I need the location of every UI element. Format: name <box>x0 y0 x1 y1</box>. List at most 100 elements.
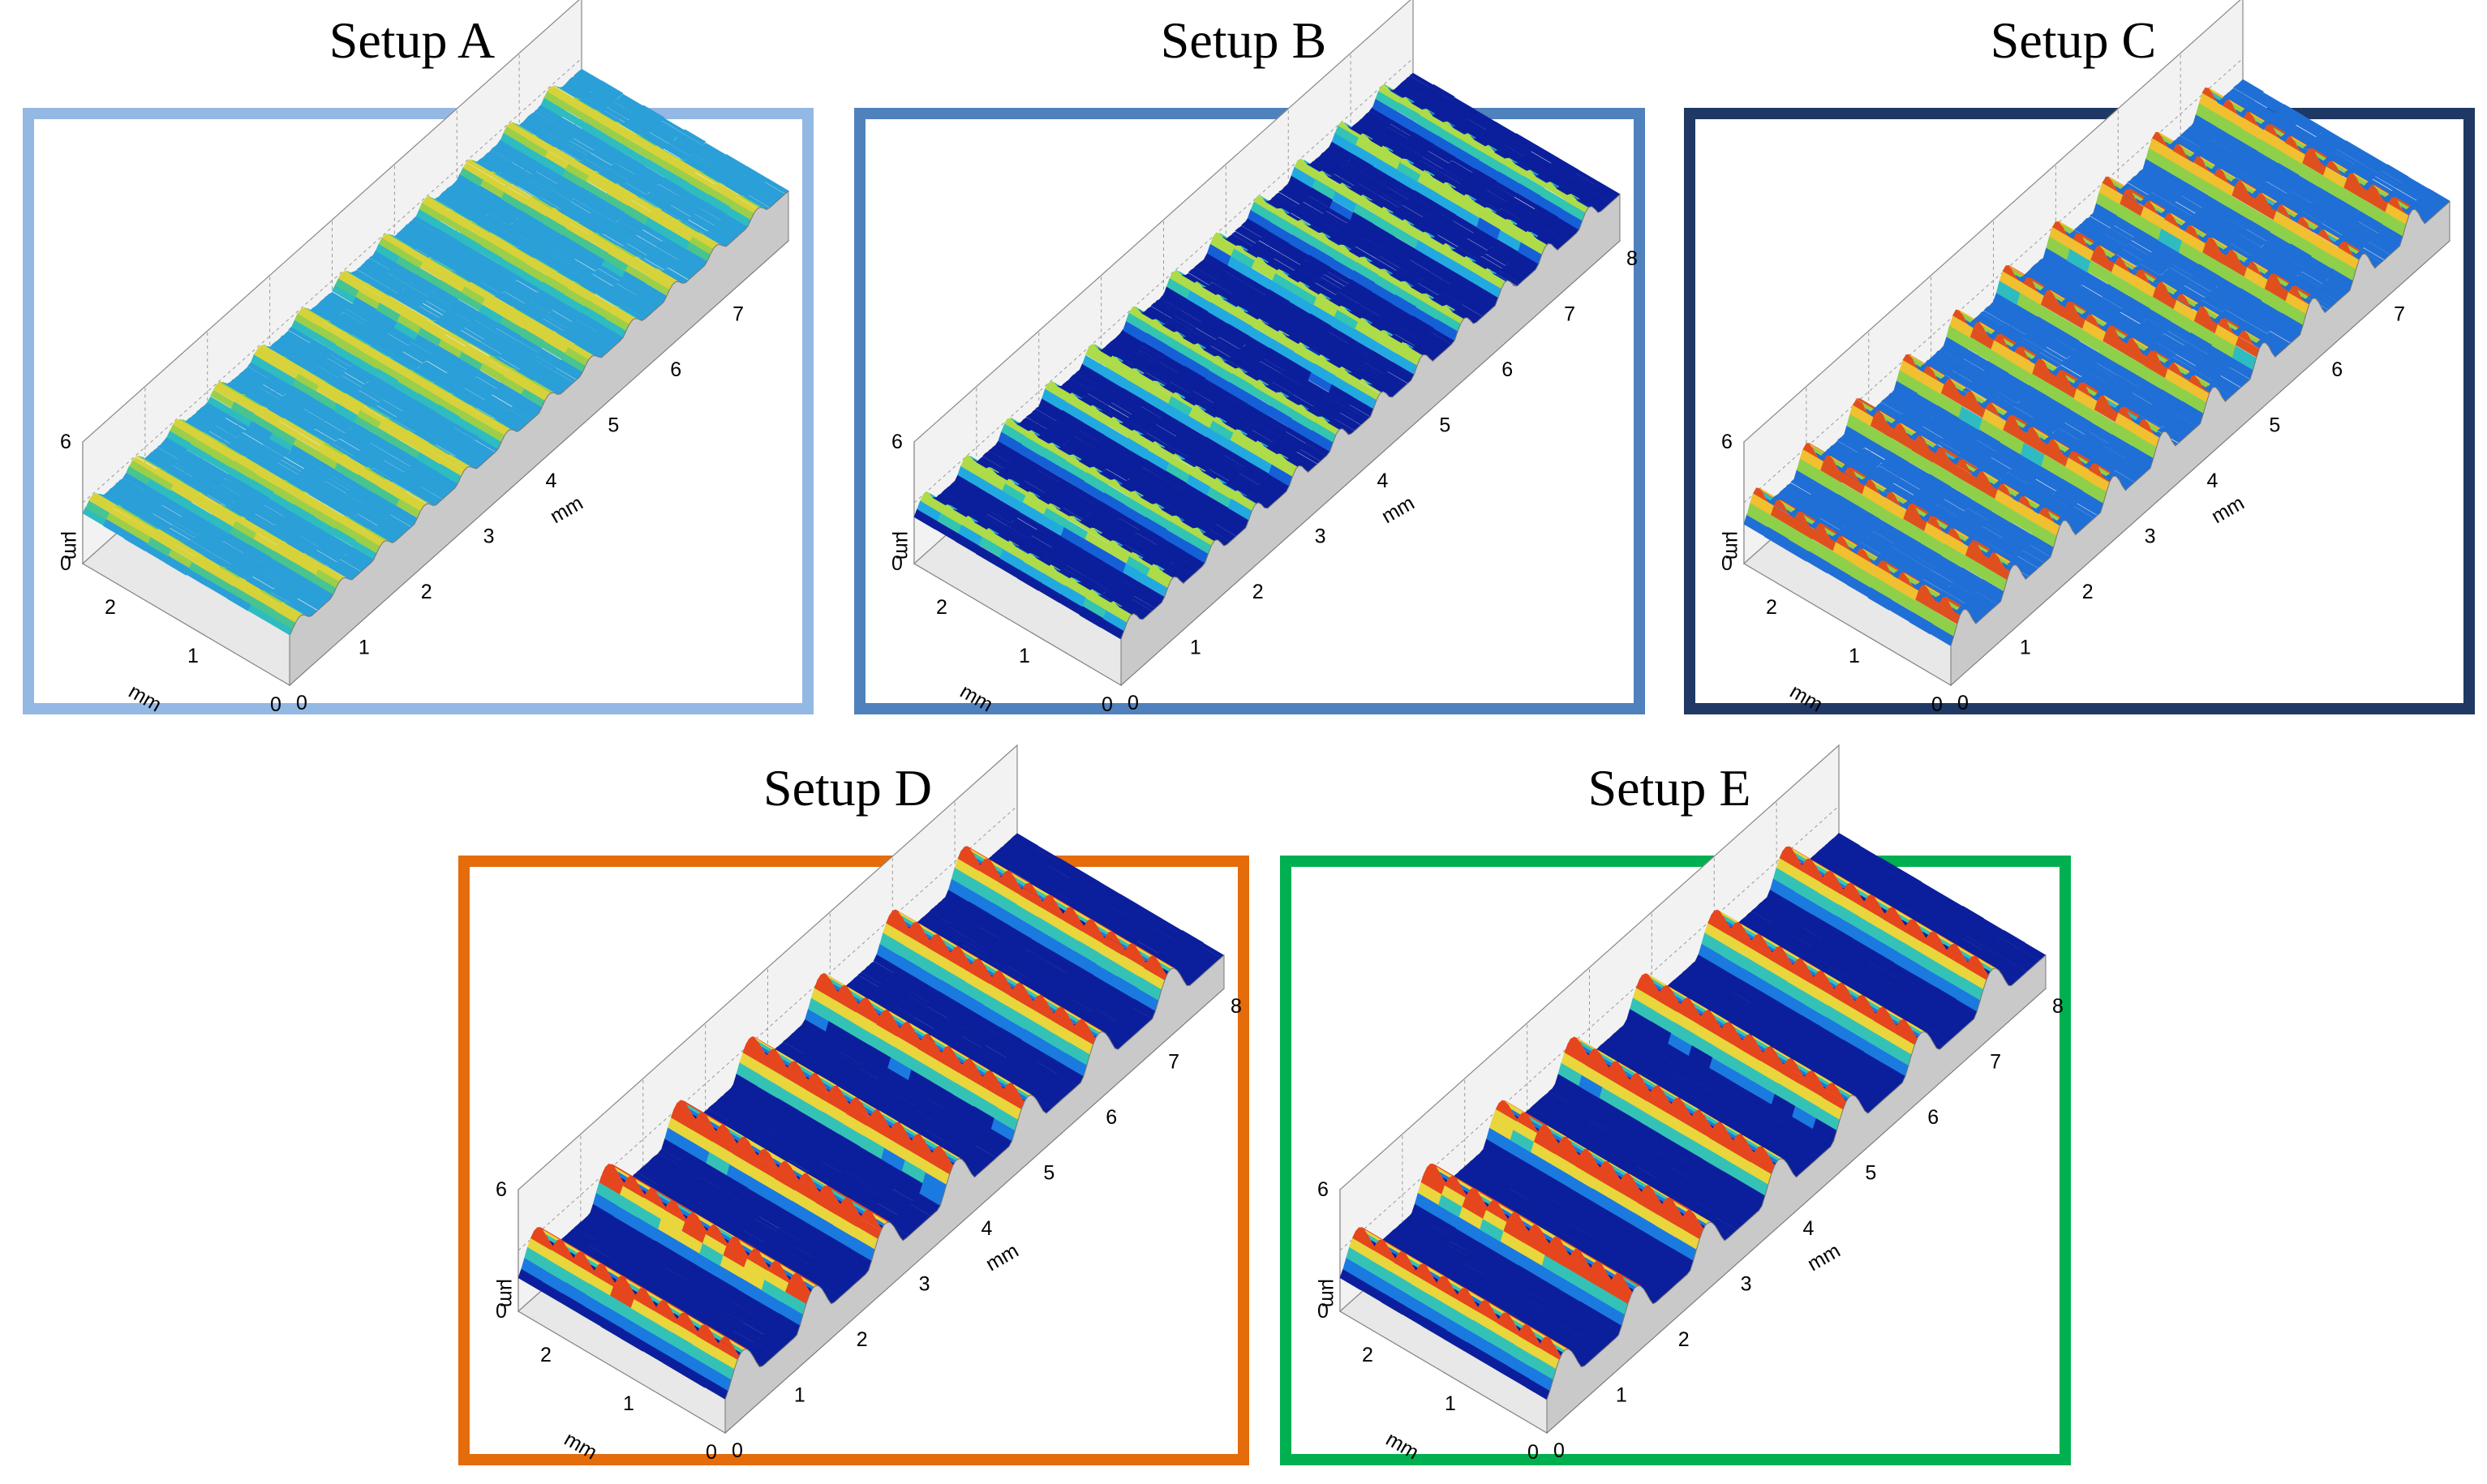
x-tick-label: 3 <box>2145 525 2156 548</box>
x-tick-label: 4 <box>1803 1217 1815 1240</box>
y-tick-label: 0 <box>1931 693 1943 716</box>
z-axis: 0 6 µm <box>891 431 914 575</box>
y-tick-label: 0 <box>706 1441 717 1464</box>
z-tick-label: 0 <box>496 1300 507 1323</box>
x-axis-unit: mm <box>982 1239 1023 1276</box>
x-tick-label: 2 <box>2082 581 2094 603</box>
z-tick-label: 6 <box>1317 1178 1329 1201</box>
x-tick-label: 1 <box>794 1384 805 1407</box>
x-tick-label: 0 <box>296 692 307 714</box>
x-tick-label: 0 <box>1957 692 1969 714</box>
surface-mesh <box>82 68 789 687</box>
y-axis-unit: mm <box>125 680 165 716</box>
y-tick-label: 2 <box>1362 1344 1373 1366</box>
y-tick-label: 0 <box>1102 693 1113 716</box>
x-tick-label: 4 <box>546 470 557 492</box>
setup-b-title: Setup B <box>1160 11 1327 69</box>
z-axis-unit: µm <box>891 531 914 560</box>
x-axis-unit: mm <box>547 491 587 528</box>
y-tick-label: 1 <box>623 1392 634 1415</box>
setup-a-title: Setup A <box>329 11 496 69</box>
z-tick-label: 0 <box>60 552 71 575</box>
z-axis: 0 6 µm <box>60 431 83 575</box>
y-tick-label: 1 <box>187 645 199 667</box>
setup-e-title: Setup E <box>1587 759 1751 817</box>
x-tick-label: 3 <box>483 525 495 548</box>
x-tick-label: 8 <box>1231 995 1242 1018</box>
y-axis-unit: mm <box>1786 680 1827 716</box>
x-tick-label: 7 <box>732 303 744 326</box>
x-axis-unit: mm <box>1804 1239 1845 1276</box>
x-tick-label: 5 <box>1865 1162 1876 1185</box>
z-tick-label: 6 <box>891 431 903 453</box>
x-tick-label: 3 <box>919 1273 930 1296</box>
y-tick-label: 2 <box>1766 596 1777 619</box>
x-tick-label: 6 <box>1501 358 1513 381</box>
x-tick-label: 7 <box>2394 303 2405 326</box>
x-tick-label: 7 <box>1990 1051 2001 1074</box>
x-tick-label: 8 <box>1626 247 1638 270</box>
z-axis-unit: µm <box>1721 531 1744 560</box>
x-tick-label: 3 <box>1315 525 1326 548</box>
y-tick-label: 0 <box>1527 1441 1539 1464</box>
x-tick-label: 5 <box>608 414 619 437</box>
x-tick-label: 7 <box>1564 303 1575 326</box>
x-axis-unit: mm <box>2208 491 2249 528</box>
z-axis-unit: µm <box>1317 1279 1340 1307</box>
y-tick-label: 0 <box>270 693 281 716</box>
x-tick-label: 5 <box>1439 414 1450 437</box>
surface-mesh <box>913 72 1621 687</box>
z-tick-label: 0 <box>891 552 903 575</box>
x-tick-label: 4 <box>1377 470 1389 492</box>
x-tick-label: 7 <box>1168 1051 1179 1074</box>
x-tick-label: 2 <box>1252 581 1264 603</box>
surface-mesh <box>518 833 1225 1435</box>
setup-d-title: Setup D <box>763 759 932 817</box>
x-tick-label: 4 <box>981 1217 993 1240</box>
surface-mesh <box>1339 833 2047 1435</box>
y-axis-unit: mm <box>956 680 997 716</box>
y-tick-label: 2 <box>105 596 116 619</box>
x-tick-label: 5 <box>1043 1162 1055 1185</box>
y-tick-label: 1 <box>1849 645 1860 667</box>
z-axis: 0 6 µm <box>496 1178 518 1323</box>
x-tick-label: 5 <box>2269 414 2280 437</box>
y-tick-label: 1 <box>1019 645 1030 667</box>
surface-mesh <box>1743 79 2450 687</box>
x-tick-label: 6 <box>670 358 681 381</box>
x-tick-label: 6 <box>1927 1106 1939 1129</box>
x-tick-label: 0 <box>1128 692 1139 714</box>
y-tick-label: 2 <box>936 596 947 619</box>
x-tick-label: 8 <box>2052 995 2064 1018</box>
z-axis: 0 6 µm <box>1721 431 1744 575</box>
y-tick-label: 2 <box>540 1344 552 1366</box>
x-tick-label: 1 <box>2020 637 2031 659</box>
x-tick-label: 2 <box>421 581 432 603</box>
z-axis-unit: µm <box>496 1279 518 1307</box>
x-tick-label: 3 <box>1741 1273 1752 1296</box>
x-tick-label: 2 <box>1678 1328 1690 1351</box>
z-tick-label: 6 <box>496 1178 507 1201</box>
x-tick-label: 6 <box>2331 358 2343 381</box>
z-tick-label: 6 <box>1721 431 1733 453</box>
x-tick-label: 0 <box>1553 1439 1565 1462</box>
z-tick-label: 0 <box>1721 552 1733 575</box>
x-tick-label: 6 <box>1106 1106 1117 1129</box>
y-axis-unit: mm <box>561 1427 601 1464</box>
z-tick-label: 6 <box>60 431 71 453</box>
setup-c-title: Setup C <box>1990 11 2157 69</box>
x-tick-label: 0 <box>732 1439 743 1462</box>
z-axis-unit: µm <box>60 531 83 560</box>
